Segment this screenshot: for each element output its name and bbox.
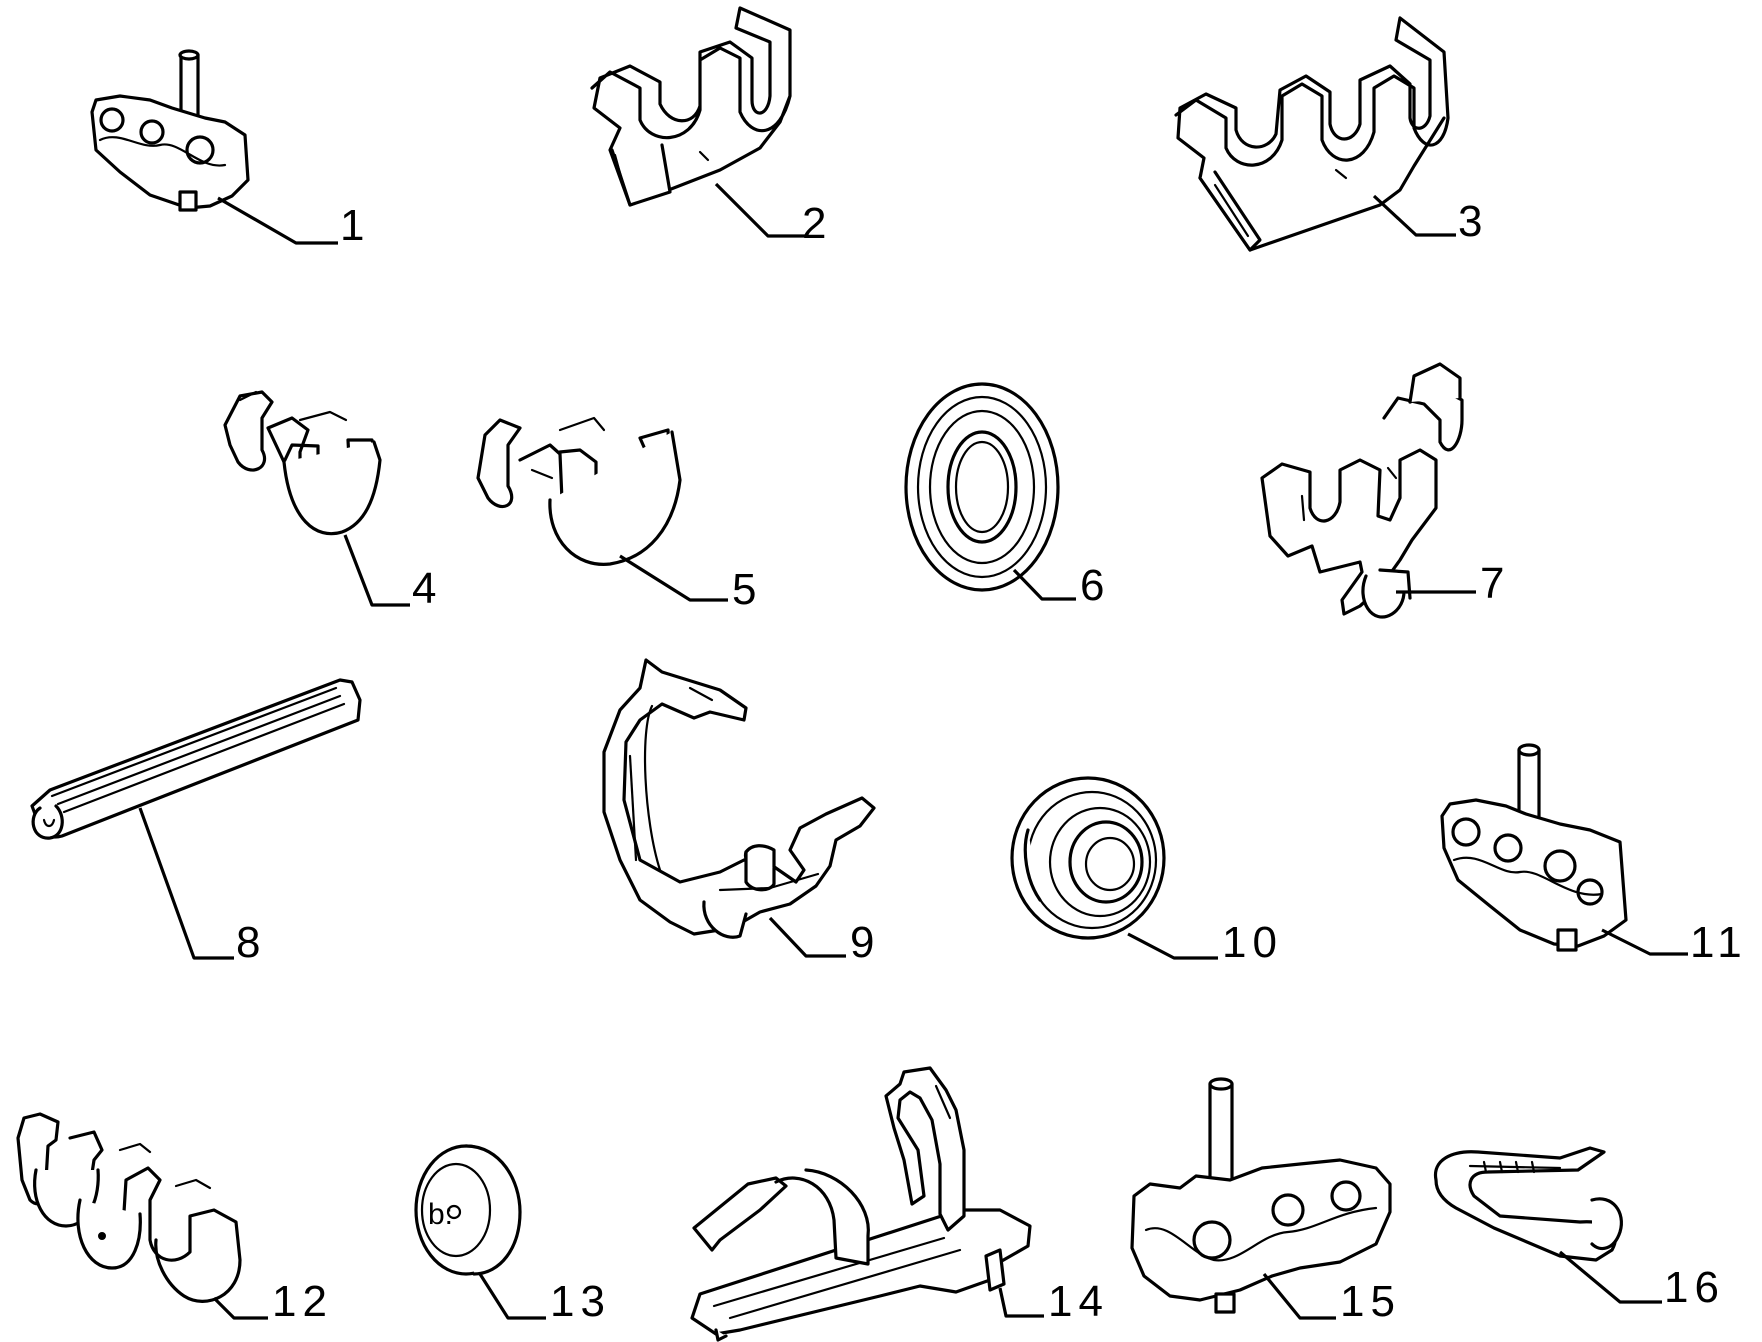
callout-6: 6 [1012,561,1110,610]
callout-label: 2 [802,199,832,248]
part-7-bracket-clip [1260,362,1464,619]
part-4-small-double-clip [223,390,382,536]
callout-16: 16 [1558,1250,1725,1312]
callout-label: 3 [1458,197,1488,246]
part-13-blanking-grommet: b: [414,1144,522,1276]
part-9-saddle-clamp [602,658,876,939]
part-10-round-grommet [1010,776,1166,940]
callout-11: 11 [1601,918,1748,967]
callout-5: 5 [619,554,762,614]
callout-14: 14 [998,1277,1109,1326]
callout-13: 13 [478,1273,611,1326]
part-5-large-double-clip [476,416,682,566]
callout-label: 6 [1080,561,1110,610]
callout-label: 1 [340,201,370,250]
callout-1: 1 [217,196,370,250]
part-3-triple-channel-clip [1174,16,1450,252]
callout-label: 15 [1340,1277,1401,1326]
callout-label: 7 [1480,559,1510,608]
callout-label: 4 [412,564,442,613]
part-14-long-bracket-clip [690,1066,1032,1342]
callout-3: 3 [1372,194,1488,246]
part-11-stud-double-clip [1440,743,1628,952]
part-6-oval-grommet [904,382,1060,592]
callout-9: 9 [768,916,880,967]
part-8-edge-channel-strip [30,678,362,840]
callout-label: 9 [850,918,880,967]
callout-8: 8 [138,807,266,967]
callout-12: 12 [212,1277,333,1326]
part-15-stud-triple-clip [1130,1077,1392,1314]
part-16-cable-tie [1433,1146,1623,1262]
part-2-double-channel-clip [590,6,792,207]
callout-label: 11 [1690,918,1748,967]
callout-label: 10 [1222,918,1283,967]
callout-label: 14 [1048,1277,1109,1326]
part-12-triple-round-clip [16,1112,242,1303]
callout-2: 2 [714,182,832,248]
callout-4: 4 [343,534,442,613]
callout-label: 5 [732,565,762,614]
callout-label: 16 [1664,1263,1725,1312]
callout-15: 15 [1262,1272,1401,1326]
callout-7: 7 [1396,559,1510,608]
callout-label: 12 [272,1277,333,1326]
callout-label: 13 [550,1277,611,1326]
callout-10: 10 [1127,918,1283,967]
callout-label: 8 [236,918,266,967]
part-1-stud-double-clip [90,49,250,212]
